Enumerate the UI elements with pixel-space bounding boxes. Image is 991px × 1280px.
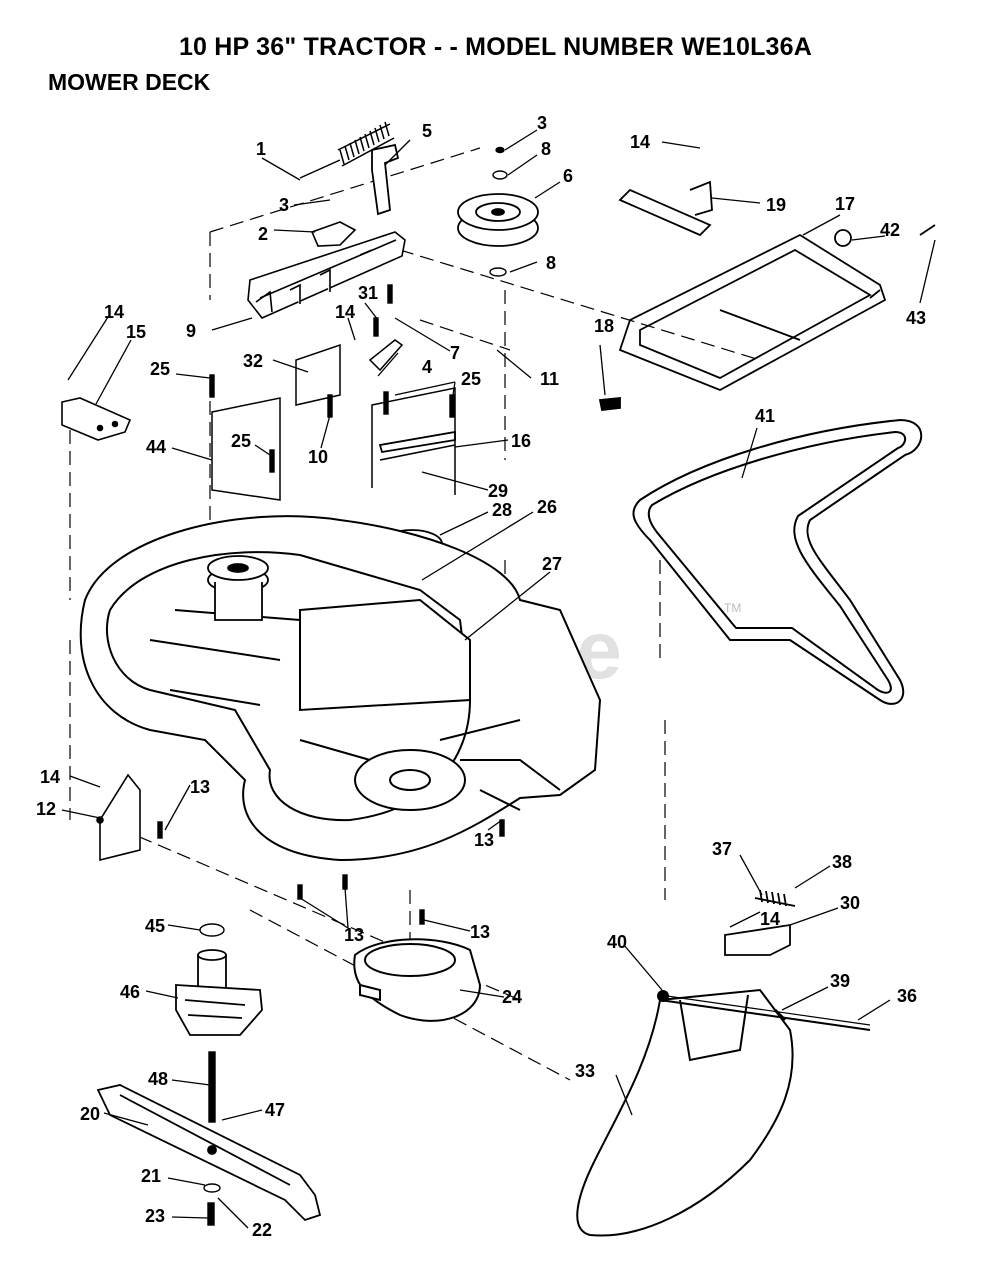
bolts — [157, 284, 505, 1226]
callout-14: 14 — [630, 132, 650, 152]
spring-part — [299, 121, 395, 179]
deck-spindle-pulley — [207, 555, 269, 621]
callout-33: 33 — [575, 1061, 595, 1081]
callout-13: 13 — [190, 777, 210, 797]
watermark-trademark: TM — [724, 601, 741, 615]
callout-25: 25 — [150, 359, 170, 379]
callout-18: 18 — [594, 316, 614, 336]
callout-16: 16 — [511, 431, 531, 451]
callout-48: 48 — [148, 1069, 168, 1089]
callout-46: 46 — [120, 982, 140, 1002]
callout-31: 31 — [358, 283, 378, 303]
callout-11: 11 — [540, 369, 559, 389]
callout-9: 9 — [186, 321, 196, 341]
callout-22: 22 — [252, 1220, 272, 1240]
callout-43: 43 — [906, 308, 926, 328]
callout-42: 42 — [880, 220, 900, 240]
callout-36: 36 — [897, 986, 917, 1006]
callout-8: 8 — [541, 139, 551, 159]
support-brackets — [211, 339, 456, 501]
callout-4: 4 — [422, 357, 432, 377]
callout-24: 24 — [502, 987, 522, 1007]
callout-26: 26 — [537, 497, 557, 517]
callout-19: 19 — [766, 195, 786, 215]
chute-bracket — [724, 889, 796, 956]
discharge-chute — [576, 988, 871, 1237]
callout-15: 15 — [126, 322, 146, 342]
callout-3: 3 — [537, 113, 547, 133]
diagram-title: 10 HP 36" TRACTOR - - MODEL NUMBER WE10L… — [178, 33, 813, 61]
callout-labels: 1 2 3 3 4 5 6 7 8 8 9 10 11 12 13 13 13 … — [36, 113, 926, 1240]
mower-deck — [79, 515, 602, 862]
callout-13: 13 — [470, 922, 490, 942]
idler-arm — [371, 143, 400, 216]
callout-21: 21 — [141, 1166, 161, 1186]
pulley-large — [457, 193, 539, 247]
mower-blade — [96, 1084, 322, 1222]
callout-8: 8 — [546, 253, 556, 273]
callout-1: 1 — [256, 139, 266, 159]
callout-14: 14 — [40, 767, 60, 787]
callout-28: 28 — [492, 500, 512, 520]
callout-37: 37 — [712, 839, 732, 859]
callout-32: 32 — [243, 351, 263, 371]
callout-39: 39 — [830, 971, 850, 991]
callout-27: 27 — [542, 554, 562, 574]
callout-29: 29 — [488, 481, 508, 501]
callout-3: 3 — [279, 195, 289, 215]
callout-30: 30 — [840, 893, 860, 913]
spindle-housing — [175, 949, 263, 1036]
callout-5: 5 — [422, 121, 432, 141]
deck-hanger-bracket — [96, 773, 141, 862]
callout-7: 7 — [450, 343, 460, 363]
callout-13: 13 — [474, 830, 494, 850]
drive-belt — [632, 418, 923, 705]
callout-12: 12 — [36, 799, 56, 819]
callout-41: 41 — [755, 406, 775, 426]
bracket-left — [61, 397, 132, 441]
lift-frame — [378, 180, 936, 454]
callout-17: 17 — [835, 194, 855, 214]
callout-23: 23 — [145, 1206, 165, 1226]
section-title: MOWER DECK — [48, 69, 211, 95]
callout-25: 25 — [461, 369, 481, 389]
callout-20: 20 — [80, 1104, 100, 1124]
callout-25: 25 — [231, 431, 251, 451]
callout-38: 38 — [832, 852, 852, 872]
callout-14: 14 — [760, 909, 780, 929]
callout-14: 14 — [104, 302, 124, 322]
belt-guard — [353, 938, 482, 1022]
callout-45: 45 — [145, 916, 165, 936]
leader-lines — [61, 129, 936, 1229]
callout-6: 6 — [563, 166, 573, 186]
callout-44: 44 — [146, 437, 166, 457]
callout-40: 40 — [607, 932, 627, 952]
bracket-plate — [247, 221, 406, 319]
callout-2: 2 — [258, 224, 268, 244]
callout-10: 10 — [308, 447, 328, 467]
callout-13: 13 — [344, 925, 364, 945]
callout-47: 47 — [265, 1100, 285, 1120]
callout-14: 14 — [335, 302, 355, 322]
